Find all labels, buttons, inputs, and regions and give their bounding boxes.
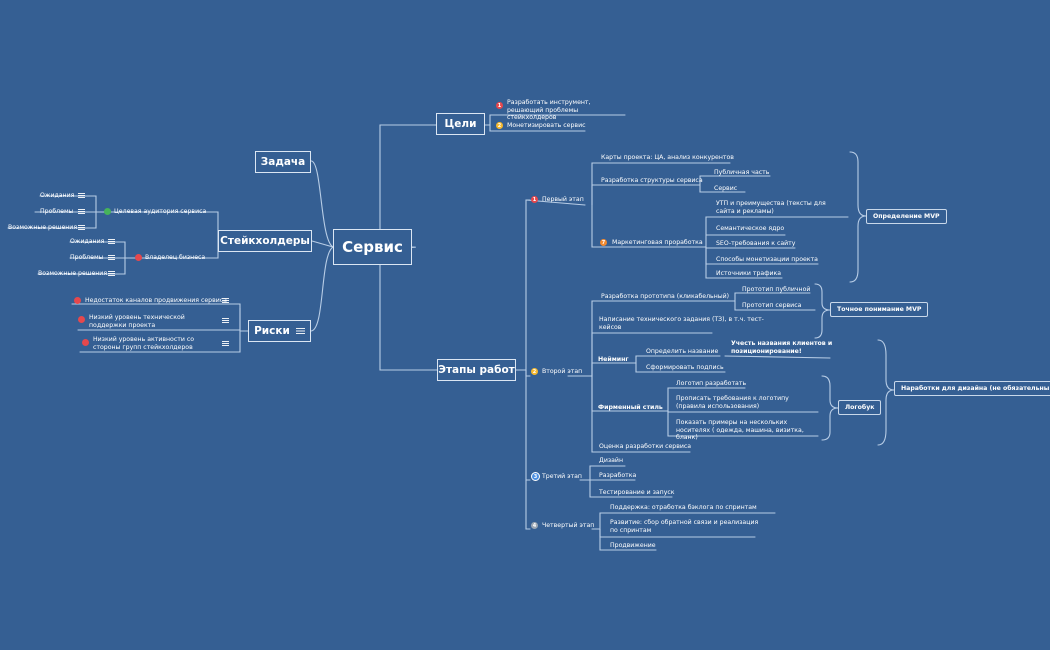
prototype-service[interactable]: Прототип сервиса xyxy=(742,302,802,309)
audience-expectations[interactable]: Ожидания xyxy=(40,192,75,199)
first-structure[interactable]: Разработка структуры сервиса xyxy=(601,177,703,184)
topic-stakeholders[interactable]: Стейкхолдеры xyxy=(218,230,312,252)
goal-tool[interactable]: Разработать инструмент, решающий проблем… xyxy=(507,99,591,122)
audience-solutions[interactable]: Возможные решения xyxy=(8,224,78,231)
stage-first[interactable]: Первый этап xyxy=(542,196,584,203)
style-requirements[interactable]: Прописать требования к логотипу (правила… xyxy=(676,395,789,410)
stage-fourth[interactable]: Четвертый этап xyxy=(542,522,595,529)
root-topic[interactable]: Сервис xyxy=(333,229,412,265)
prototype-public[interactable]: Прототип публичной xyxy=(742,286,811,293)
second-naming[interactable]: Нейминг xyxy=(598,356,629,363)
priority-4-icon: 4 xyxy=(531,522,538,529)
owner-expectations[interactable]: Ожидания xyxy=(70,238,105,245)
marketing-usp[interactable]: УТП и преимущества (тексты для сайта и р… xyxy=(716,200,826,215)
audience-problems[interactable]: Проблемы xyxy=(40,208,74,215)
note-icon xyxy=(78,225,85,230)
stage-second[interactable]: Второй этап xyxy=(542,368,583,375)
topic-risks[interactable]: Риски xyxy=(248,320,311,342)
first-maps[interactable]: Карты проекта: ЦА, анализ конкурентов xyxy=(601,154,734,161)
marketing-traffic[interactable]: Источники трафика xyxy=(716,270,782,277)
marker-flag-icon xyxy=(78,316,85,323)
note-icon xyxy=(108,255,115,260)
note-icon xyxy=(108,239,115,244)
naming-note[interactable]: Учесть названия клиентов и позиционирова… xyxy=(731,340,833,355)
priority-7-icon: 7 xyxy=(600,239,607,246)
note-icon xyxy=(222,341,229,346)
third-design[interactable]: Дизайн xyxy=(599,457,624,464)
stakeholder-audience[interactable]: Целевая аудитория сервиса xyxy=(114,208,207,215)
second-spec[interactable]: Написание технического задания (ТЗ), в т… xyxy=(599,316,764,331)
third-development[interactable]: Разработка xyxy=(599,472,637,479)
priority-2-icon: 2 xyxy=(531,368,538,375)
summary-design[interactable]: Наработки для дизайна (не обязательны!) xyxy=(894,381,1050,396)
second-prototype[interactable]: Разработка прототипа (кликабельный) xyxy=(601,293,730,300)
note-icon xyxy=(78,193,85,198)
priority-2-icon: 2 xyxy=(496,122,503,129)
note-icon xyxy=(222,318,229,323)
structure-public[interactable]: Публичная часть xyxy=(714,169,770,176)
summary-logobook[interactable]: Логобук xyxy=(838,400,882,415)
owner-solutions[interactable]: Возможные решения xyxy=(38,270,108,277)
naming-define[interactable]: Определить название xyxy=(646,348,719,355)
risk-activity[interactable]: Низкий уровень активности со стороны гру… xyxy=(93,336,195,351)
style-examples[interactable]: Показать примеры на нескольких носителях… xyxy=(676,419,804,442)
marketing-monetization[interactable]: Способы монетизации проекта xyxy=(716,256,818,263)
owner-problems[interactable]: Проблемы xyxy=(70,254,104,261)
note-icon xyxy=(78,209,85,214)
stakeholder-owner[interactable]: Владелец бизнеса xyxy=(145,254,206,261)
fourth-growth[interactable]: Развитие: сбор обратной связи и реализац… xyxy=(610,519,759,534)
priority-1-icon: 1 xyxy=(531,196,538,203)
stage-third[interactable]: Третий этап xyxy=(542,473,582,480)
summary-mvp-precise[interactable]: Точное понимание MVP xyxy=(830,302,929,317)
goal-monetize[interactable]: Монетизировать сервис xyxy=(507,122,586,129)
risk-channels[interactable]: Недостаток каналов продвижения сервиса xyxy=(85,297,227,304)
risks-label: Риски xyxy=(254,325,290,337)
note-icon xyxy=(222,298,229,303)
third-testing[interactable]: Тестирование и запуск xyxy=(599,489,675,496)
second-style[interactable]: Фирменный стиль xyxy=(598,404,663,411)
priority-1-icon: 1 xyxy=(496,102,503,109)
risk-support[interactable]: Низкий уровень технической поддержки про… xyxy=(89,314,185,329)
fourth-support[interactable]: Поддержка: отработка бэклога по спринтам xyxy=(610,504,757,511)
second-estimate[interactable]: Оценка разработки сервиса xyxy=(599,443,692,450)
note-icon xyxy=(108,271,115,276)
first-marketing[interactable]: Маркетинговая проработка xyxy=(612,239,703,246)
topic-goals[interactable]: Цели xyxy=(436,113,485,135)
naming-signature[interactable]: Сформировать подпись xyxy=(646,364,724,371)
summary-mvp[interactable]: Определение MVP xyxy=(866,209,947,224)
style-logo[interactable]: Логотип разработать xyxy=(676,380,747,387)
marketing-seo[interactable]: SEO-требования к сайту xyxy=(716,240,796,247)
structure-service[interactable]: Сервис xyxy=(714,185,738,192)
fourth-promotion[interactable]: Продвижение xyxy=(610,542,656,549)
priority-3-icon: 3 xyxy=(531,472,540,481)
note-icon xyxy=(295,328,305,334)
marker-flag-icon xyxy=(74,297,81,304)
marker-flag-icon xyxy=(82,339,89,346)
marker-green-icon xyxy=(104,208,111,215)
topic-task[interactable]: Задача xyxy=(255,151,311,173)
marketing-semantic[interactable]: Семантическое ядро xyxy=(716,225,785,232)
marker-red-icon xyxy=(135,254,142,261)
topic-stages[interactable]: Этапы работ xyxy=(437,359,516,381)
